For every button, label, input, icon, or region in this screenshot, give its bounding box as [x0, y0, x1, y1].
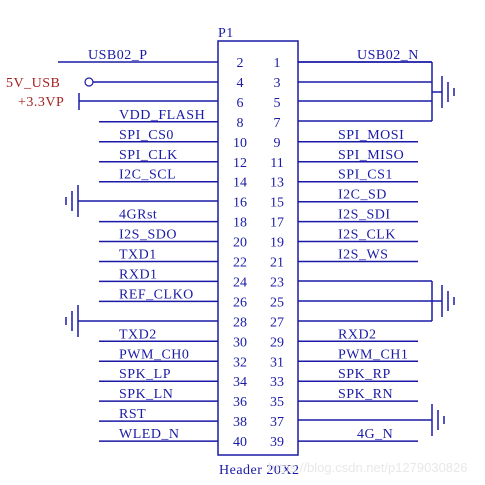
component-part-name: Header 20X2 — [219, 463, 300, 478]
pin-number-right: 1 — [274, 56, 281, 71]
net-label-right: RXD2 — [338, 327, 377, 342]
net-label-left: USB02_P — [88, 48, 148, 63]
pin-number-left: 34 — [233, 375, 247, 390]
power-port-circle-icon — [84, 77, 94, 87]
net-label-left: 4GRst — [119, 208, 157, 223]
net-label-left: RST — [119, 407, 146, 422]
pin-number-left: 8 — [237, 116, 244, 131]
net-label-left: SPI_CS0 — [119, 128, 174, 143]
pin-number-right: 27 — [270, 315, 284, 330]
net-label-right: 4G_N — [357, 427, 393, 442]
pin-number-left: 28 — [233, 315, 247, 330]
net-label-right: USB02_N — [357, 48, 419, 63]
pin-number-right: 31 — [270, 355, 284, 370]
pin-number-left: 20 — [233, 236, 247, 251]
ground-symbol-icon — [298, 404, 445, 436]
pin-number-left: 40 — [233, 435, 247, 450]
power-5v-usb: 5V_USB — [6, 76, 218, 91]
pin-number-left: 30 — [233, 335, 247, 350]
pin-number-right: 33 — [270, 375, 284, 390]
net-label-right: I2S_CLK — [338, 228, 396, 243]
net-label-left: SPI_CLK — [119, 148, 178, 163]
net-label-right: I2S_SDI — [338, 208, 391, 223]
net-label-3v3: +3.3VP — [18, 95, 64, 110]
net-label-left: SPK_LN — [119, 387, 173, 402]
connector-body — [217, 40, 299, 456]
ground-symbol-icon — [65, 185, 218, 217]
net-label-left: REF_CLKO — [119, 287, 194, 302]
ground-bus-right-mid — [298, 280, 433, 322]
pin-number-left: 4 — [237, 76, 244, 91]
ground-symbol-icon — [65, 305, 218, 337]
net-label-left: TXD1 — [119, 248, 157, 263]
pin-number-right: 19 — [270, 236, 284, 251]
net-label-5v-usb: 5V_USB — [6, 76, 60, 91]
net-label-left: SPK_LP — [119, 367, 171, 382]
pin-number-left: 32 — [233, 355, 247, 370]
pin-number-right: 9 — [274, 136, 281, 151]
net-label-left: PWM_CH0 — [119, 347, 189, 362]
net-label-right: PWM_CH1 — [338, 347, 408, 362]
pin-number-right: 15 — [270, 196, 284, 211]
pin-number-right: 39 — [270, 435, 284, 450]
pin-number-left: 24 — [233, 275, 247, 290]
pin-number-left: 10 — [233, 136, 247, 151]
ground-bus-right-top — [298, 61, 433, 122]
pin-number-left: 12 — [233, 156, 247, 171]
pin-number-right: 11 — [270, 156, 283, 171]
pin-number-right: 17 — [270, 216, 284, 231]
pin-number-left: 22 — [233, 256, 247, 271]
net-label-left: I2S_SDO — [119, 228, 177, 243]
net-label-right: SPK_RP — [338, 367, 391, 382]
net-label-left: WLED_N — [119, 427, 180, 442]
ground-symbol-icon — [432, 285, 455, 317]
pin-number-right: 37 — [270, 415, 284, 430]
net-label-right: SPI_CS1 — [338, 168, 393, 183]
net-label-right: SPI_MISO — [338, 148, 404, 163]
net-label-right: SPK_RN — [338, 387, 393, 402]
pin-number-right: 35 — [270, 395, 284, 410]
pin-number-right: 25 — [270, 295, 284, 310]
pin-number-left: 2 — [237, 56, 244, 71]
net-label-left: VDD_FLASH — [119, 108, 205, 123]
component-designator: P1 — [218, 26, 234, 41]
net-label-left: I2C_SCL — [119, 168, 176, 183]
net-label-right: I2S_WS — [338, 248, 388, 263]
pin-number-right: 7 — [274, 116, 281, 131]
pin-number-right: 5 — [274, 96, 281, 111]
net-label-right: SPI_MOSI — [338, 128, 404, 143]
net-label-left: TXD2 — [119, 327, 157, 342]
pin-number-left: 6 — [237, 96, 244, 111]
pin-number-left: 18 — [233, 216, 247, 231]
pin-number-right: 21 — [270, 256, 284, 271]
net-label-right: I2C_SD — [338, 188, 387, 203]
pin-number-left: 16 — [233, 196, 247, 211]
pin-number-left: 26 — [233, 295, 247, 310]
pin-number-right: 29 — [270, 335, 284, 350]
ground-symbol-icon — [432, 76, 455, 108]
pin-number-right: 3 — [274, 76, 281, 91]
pin-number-left: 14 — [233, 176, 247, 191]
watermark: https://blog.csdn.net/p1279030826 — [268, 460, 468, 475]
pin-number-right: 23 — [270, 275, 284, 290]
pin-number-left: 36 — [233, 395, 247, 410]
pin-number-right: 13 — [270, 176, 284, 191]
power-3v3: +3.3VP — [18, 93, 218, 110]
pin-number-left: 38 — [233, 415, 247, 430]
net-label-left: RXD1 — [119, 267, 158, 282]
